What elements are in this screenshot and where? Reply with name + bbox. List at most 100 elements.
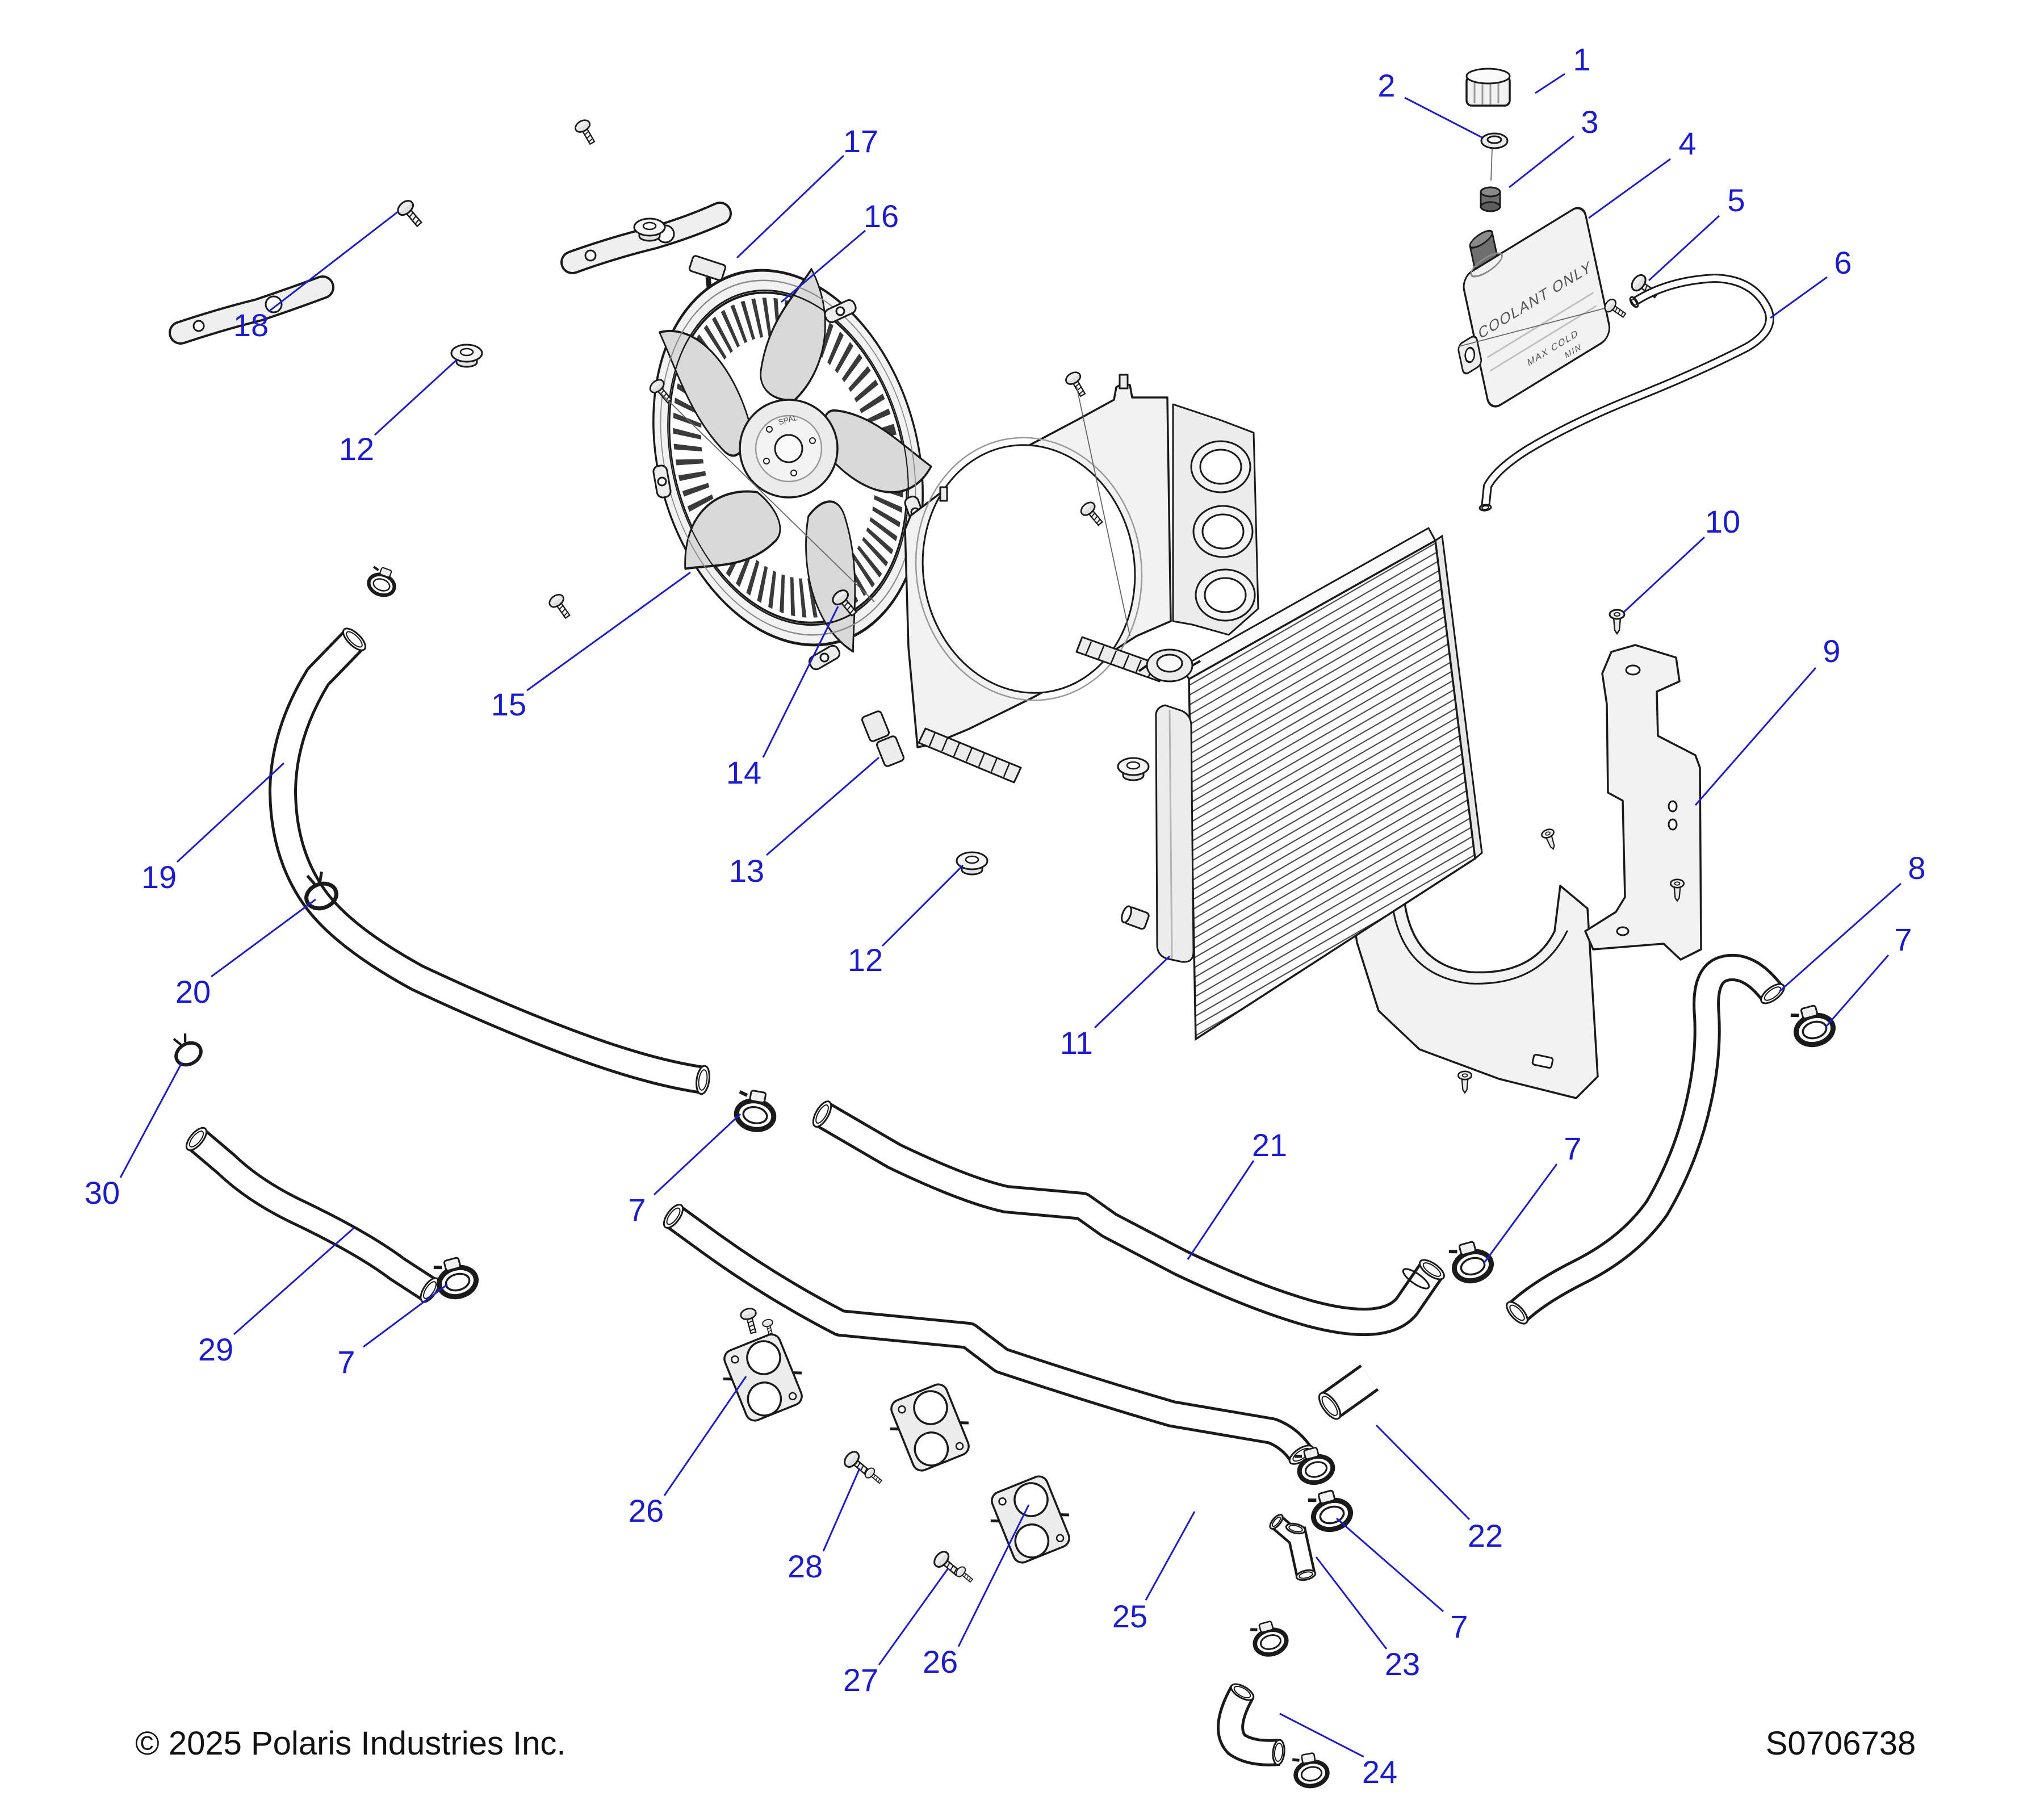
hose-clamp bbox=[1292, 1751, 1329, 1789]
hose-clamp-7 bbox=[433, 1254, 479, 1301]
fan-screw bbox=[546, 591, 575, 622]
mount-screw bbox=[739, 1306, 762, 1335]
callout-number-8: 8 bbox=[1908, 850, 1925, 886]
callout-number-14: 14 bbox=[726, 755, 761, 790]
callout-leader bbox=[1404, 97, 1482, 139]
strap-hole bbox=[192, 320, 205, 332]
callout-leader bbox=[1535, 73, 1565, 94]
callout-leader bbox=[663, 1376, 747, 1496]
strap-hole bbox=[584, 249, 597, 262]
callout-number-6: 6 bbox=[1834, 245, 1852, 280]
callout-leader bbox=[1375, 1424, 1471, 1521]
callout-number-27: 27 bbox=[843, 1662, 878, 1698]
long-coolant-tube-lower bbox=[660, 1201, 1316, 1467]
right-radiator-hose bbox=[1503, 968, 1787, 1327]
callout-leader bbox=[1694, 667, 1817, 806]
callout-number-12: 12 bbox=[848, 942, 883, 978]
hose-clamp-30 bbox=[167, 1030, 205, 1069]
fan-shroud bbox=[829, 369, 1259, 784]
callout-leader bbox=[1315, 1556, 1388, 1649]
callout-leader bbox=[374, 359, 458, 436]
callout-leader bbox=[766, 756, 879, 856]
radiator-tank bbox=[1155, 704, 1195, 963]
rubber-grommet bbox=[956, 851, 989, 876]
part-number: S0706738 bbox=[1766, 1725, 1916, 1762]
callout-number-21: 21 bbox=[1252, 1127, 1287, 1163]
callout-leader bbox=[1770, 276, 1828, 319]
callout-number-10: 10 bbox=[1705, 504, 1740, 539]
radiator-lower-shield bbox=[1342, 840, 1599, 1099]
callout-number-24: 24 bbox=[1362, 1754, 1397, 1790]
callout-number-15: 15 bbox=[491, 686, 526, 722]
push-rivet bbox=[1457, 1070, 1473, 1094]
callout-leader bbox=[653, 1113, 742, 1196]
shroud-screw bbox=[1063, 369, 1091, 400]
strap-screw bbox=[394, 197, 427, 231]
callout-leader bbox=[269, 210, 399, 312]
connector-hose-22 bbox=[1315, 1378, 1369, 1422]
callout-number-2: 2 bbox=[1377, 68, 1395, 103]
callout-number-26: 26 bbox=[923, 1644, 958, 1680]
push-rivet bbox=[1540, 827, 1560, 852]
elbow-hose-24 bbox=[1229, 1681, 1285, 1765]
callout-number-16: 16 bbox=[864, 198, 899, 234]
callout-number-25: 25 bbox=[1112, 1598, 1147, 1634]
callout-number-7: 7 bbox=[337, 1344, 355, 1380]
callout-leader bbox=[1187, 1160, 1255, 1260]
callout-leader bbox=[878, 1568, 949, 1665]
callout-leader bbox=[1336, 1517, 1444, 1613]
tube-mount-26 bbox=[714, 1329, 812, 1426]
callout-number-7: 7 bbox=[1894, 922, 1912, 957]
callout-number-28: 28 bbox=[788, 1548, 823, 1584]
callout-leader bbox=[1648, 215, 1720, 282]
callout-number-7: 7 bbox=[1450, 1609, 1468, 1644]
fan-hub: SPAL bbox=[739, 399, 839, 499]
callout-leader bbox=[119, 1062, 183, 1178]
callout-leader bbox=[957, 1504, 1030, 1647]
callout-number-22: 22 bbox=[1468, 1518, 1503, 1554]
callout-leader bbox=[1825, 954, 1890, 1027]
callout-leader bbox=[736, 154, 845, 259]
callout-leader bbox=[1483, 1163, 1558, 1263]
radiator-outlet bbox=[1121, 905, 1150, 930]
hose-clamp bbox=[366, 564, 400, 598]
radiator-cap bbox=[1138, 648, 1201, 683]
callout-leader bbox=[1094, 955, 1171, 1029]
hose-clamp-7 bbox=[1448, 1238, 1494, 1285]
reservoir-cap bbox=[1465, 68, 1511, 107]
filler-plug bbox=[1480, 186, 1501, 212]
callout-leader bbox=[233, 1226, 355, 1335]
push-rivet-10 bbox=[1609, 609, 1626, 635]
callout-leader bbox=[762, 606, 839, 758]
callout-leader bbox=[781, 229, 866, 303]
callout-leader bbox=[363, 1283, 448, 1348]
callout-leader bbox=[1623, 536, 1706, 613]
callout-leader bbox=[881, 864, 964, 947]
wire-connector bbox=[688, 255, 727, 281]
callout-number-13: 13 bbox=[729, 853, 764, 889]
callout-number-26: 26 bbox=[629, 1493, 664, 1529]
callout-leader bbox=[1588, 158, 1671, 219]
upper-radiator-hose bbox=[283, 625, 711, 1095]
callout-number-3: 3 bbox=[1581, 104, 1598, 140]
tube-mount-26 bbox=[982, 1471, 1079, 1568]
hose-clamp-7 bbox=[734, 1088, 778, 1133]
callout-leader bbox=[176, 762, 285, 863]
shield-bracket bbox=[1584, 644, 1702, 961]
callouts-layer: 1234567891011121213141516171819202122232… bbox=[85, 41, 1926, 1790]
callout-number-1: 1 bbox=[1573, 41, 1590, 77]
coolant-bottle: COOLANT ONLY MAX COLD MIN bbox=[1457, 207, 1611, 408]
cooling-fan: SPAL bbox=[546, 255, 932, 671]
callout-number-11: 11 bbox=[1060, 1025, 1093, 1061]
callout-number-17: 17 bbox=[843, 123, 878, 159]
callout-leader bbox=[1145, 1511, 1196, 1601]
hose-clamp-7 bbox=[1790, 1002, 1836, 1049]
callout-number-20: 20 bbox=[175, 974, 211, 1010]
callout-leader bbox=[211, 898, 316, 978]
strap-hole bbox=[265, 295, 283, 313]
callout-leader bbox=[822, 1468, 861, 1552]
lower-left-hose bbox=[183, 1125, 442, 1305]
callout-number-18: 18 bbox=[233, 307, 269, 343]
callout-number-19: 19 bbox=[141, 859, 177, 895]
callout-number-9: 9 bbox=[1823, 633, 1840, 669]
